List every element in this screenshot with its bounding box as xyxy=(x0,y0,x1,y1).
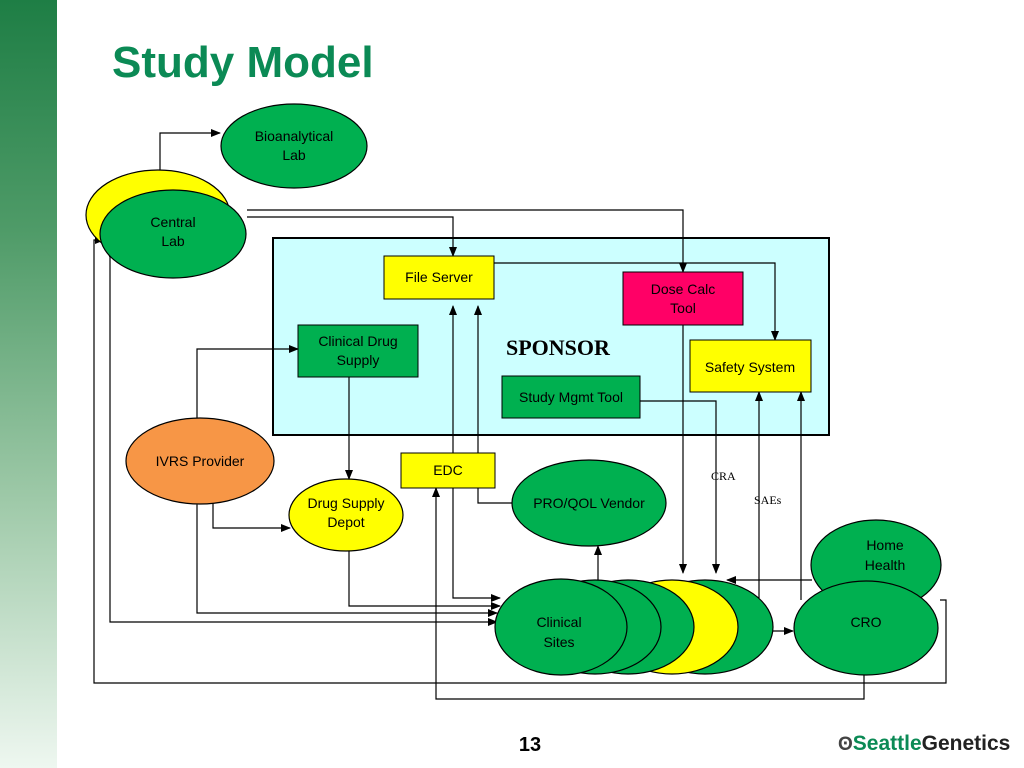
svg-text:EDC: EDC xyxy=(433,462,463,478)
svg-text:Lab: Lab xyxy=(282,147,306,163)
svg-text:Home: Home xyxy=(866,537,904,553)
svg-text:Study Mgmt Tool: Study Mgmt Tool xyxy=(519,389,623,405)
svg-text:PRO/QOL Vendor: PRO/QOL Vendor xyxy=(533,495,645,511)
svg-text:IVRS Provider: IVRS Provider xyxy=(156,453,245,469)
node-ivrs-provider: IVRS Provider xyxy=(125,417,275,505)
svg-text:Health: Health xyxy=(865,557,905,573)
node-central-lab: Central Lab xyxy=(85,169,247,279)
connector-central-dosecalc xyxy=(247,209,687,273)
node-clinical-drug-supply: Clinical Drug Supply xyxy=(297,324,419,378)
svg-text:Central: Central xyxy=(150,214,195,230)
side-decoration-bar xyxy=(0,0,57,768)
node-file-server: File Server xyxy=(383,255,495,300)
edge-label-saes: SAEs xyxy=(754,493,782,507)
page-number: 13 xyxy=(518,734,542,756)
connector-central-sites xyxy=(106,249,498,626)
logo-mark-icon: ʘ xyxy=(838,734,853,755)
svg-text:File Server: File Server xyxy=(405,269,473,285)
svg-text:Drug Supply: Drug Supply xyxy=(307,495,384,511)
connector-fileserver-safety xyxy=(485,259,779,341)
slide-title: Study Model xyxy=(112,38,374,87)
svg-text:Safety System: Safety System xyxy=(705,359,795,375)
connector-homehealth-central xyxy=(93,236,947,684)
node-edc: EDC xyxy=(400,452,496,489)
connector-cro-edc xyxy=(432,487,868,700)
node-cro: CRO xyxy=(793,580,939,676)
company-logo: ʘSeattleGenetics xyxy=(838,732,1011,755)
node-clinical-sites: Clinical Sites xyxy=(494,578,774,676)
node-drug-supply-depot: Drug Supply Depot xyxy=(288,478,404,552)
svg-text:CRO: CRO xyxy=(850,614,881,630)
svg-text:Bioanalytical: Bioanalytical xyxy=(255,128,334,144)
svg-text:Depot: Depot xyxy=(327,514,364,530)
edge-label-cra: CRA xyxy=(711,469,736,483)
connector-bioanalytical-central xyxy=(156,129,221,181)
node-pro-qol-vendor: PRO/QOL Vendor xyxy=(511,459,667,547)
svg-text:Clinical: Clinical xyxy=(536,614,581,630)
svg-text:Sites: Sites xyxy=(543,634,574,650)
svg-text:Lab: Lab xyxy=(161,233,185,249)
svg-text:Tool: Tool xyxy=(670,300,696,316)
node-safety-system: Safety System xyxy=(689,339,812,393)
svg-text:Supply: Supply xyxy=(337,352,380,368)
node-study-mgmt-tool: Study Mgmt Tool xyxy=(501,375,641,419)
svg-text:Dose Calc: Dose Calc xyxy=(651,281,716,297)
connector-ivrs-depot xyxy=(212,503,291,532)
connector-edc-sites xyxy=(452,488,501,602)
connector-central-fileserver xyxy=(247,216,457,257)
connectors xyxy=(93,129,947,700)
svg-text:Clinical Drug: Clinical Drug xyxy=(318,333,397,349)
sponsor-label: SPONSOR xyxy=(506,335,611,360)
node-dose-calc-tool: Dose Calc Tool xyxy=(622,271,744,326)
node-bioanalytical-lab: Bioanalytical Lab xyxy=(220,103,368,189)
